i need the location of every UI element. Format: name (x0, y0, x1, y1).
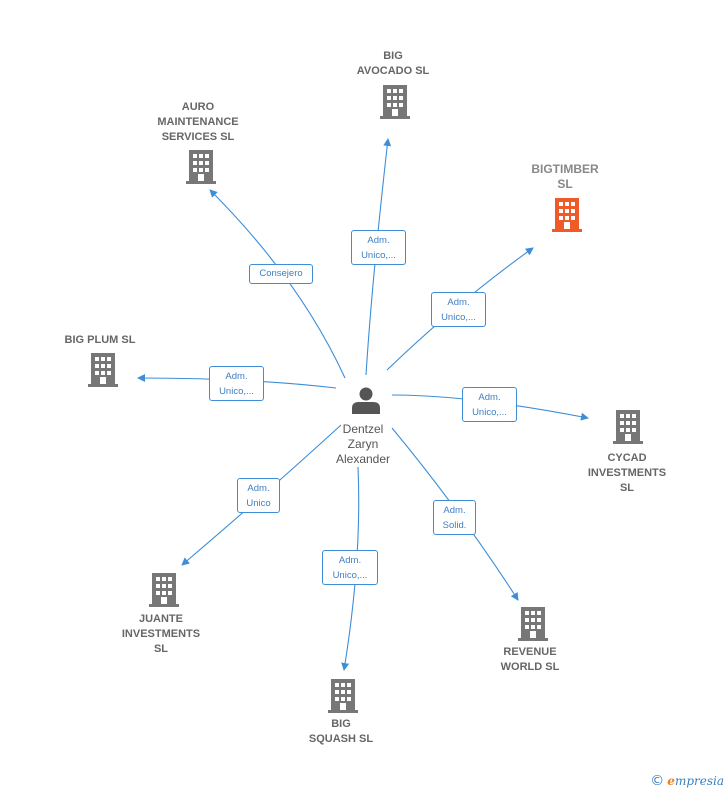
edge-label-juante-investments[interactable]: Adm. Unico (237, 478, 280, 513)
building-icon-revenue-world[interactable] (518, 607, 548, 641)
building-icon-juante-investments[interactable] (149, 573, 179, 607)
edge-label-big-avocado[interactable]: Adm. Unico,... (351, 230, 406, 265)
company-label-big-plum[interactable]: BIG PLUM SL (64, 333, 136, 346)
brand-initial: e (667, 774, 675, 788)
brand-name: mpresia (674, 774, 724, 788)
edge-label-big-plum[interactable]: Adm. Unico,... (209, 366, 264, 401)
building-icon-big-avocado[interactable] (380, 85, 410, 119)
company-label-big-avocado[interactable]: BIG AVOCADO SL (356, 50, 430, 77)
person-icon[interactable] (352, 387, 380, 415)
building-icon-bigtimber[interactable] (552, 198, 582, 232)
company-label-big-squash[interactable]: BIG SQUASH SL (308, 718, 374, 745)
edge-auro-maintenance (209, 189, 346, 379)
company-label-revenue-world[interactable]: REVENUE WORLD SL (500, 646, 560, 673)
edge-label-auro-maintenance[interactable]: Consejero (249, 264, 313, 284)
footer-brand: ©empresia (650, 773, 724, 789)
edge-label-cycad-investments[interactable]: Adm. Unico,... (462, 387, 517, 422)
edge-label-revenue-world[interactable]: Adm. Solid. (433, 500, 476, 535)
person-name[interactable]: Dentzel Zaryn Alexander (335, 422, 391, 466)
company-label-bigtimber[interactable]: BIGTIMBER SL (531, 162, 599, 191)
building-icon-big-plum[interactable] (88, 353, 118, 387)
building-icon-auro-maintenance[interactable] (186, 150, 216, 184)
company-label-cycad-investments[interactable]: CYCAD INVESTMENTS SL (587, 451, 667, 494)
company-label-juante-investments[interactable]: JUANTE INVESTMENTS SL (121, 612, 201, 655)
edge-label-bigtimber[interactable]: Adm. Unico,... (431, 292, 486, 327)
building-icon-cycad-investments[interactable] (613, 410, 643, 444)
copyright-icon: © (650, 773, 665, 789)
building-icon-big-squash[interactable] (328, 679, 358, 713)
edge-big-avocado (365, 138, 392, 376)
edge-label-big-squash[interactable]: Adm. Unico,... (322, 550, 378, 585)
company-label-auro-maintenance[interactable]: AURO MAINTENANCE SERVICES SL (157, 100, 239, 143)
